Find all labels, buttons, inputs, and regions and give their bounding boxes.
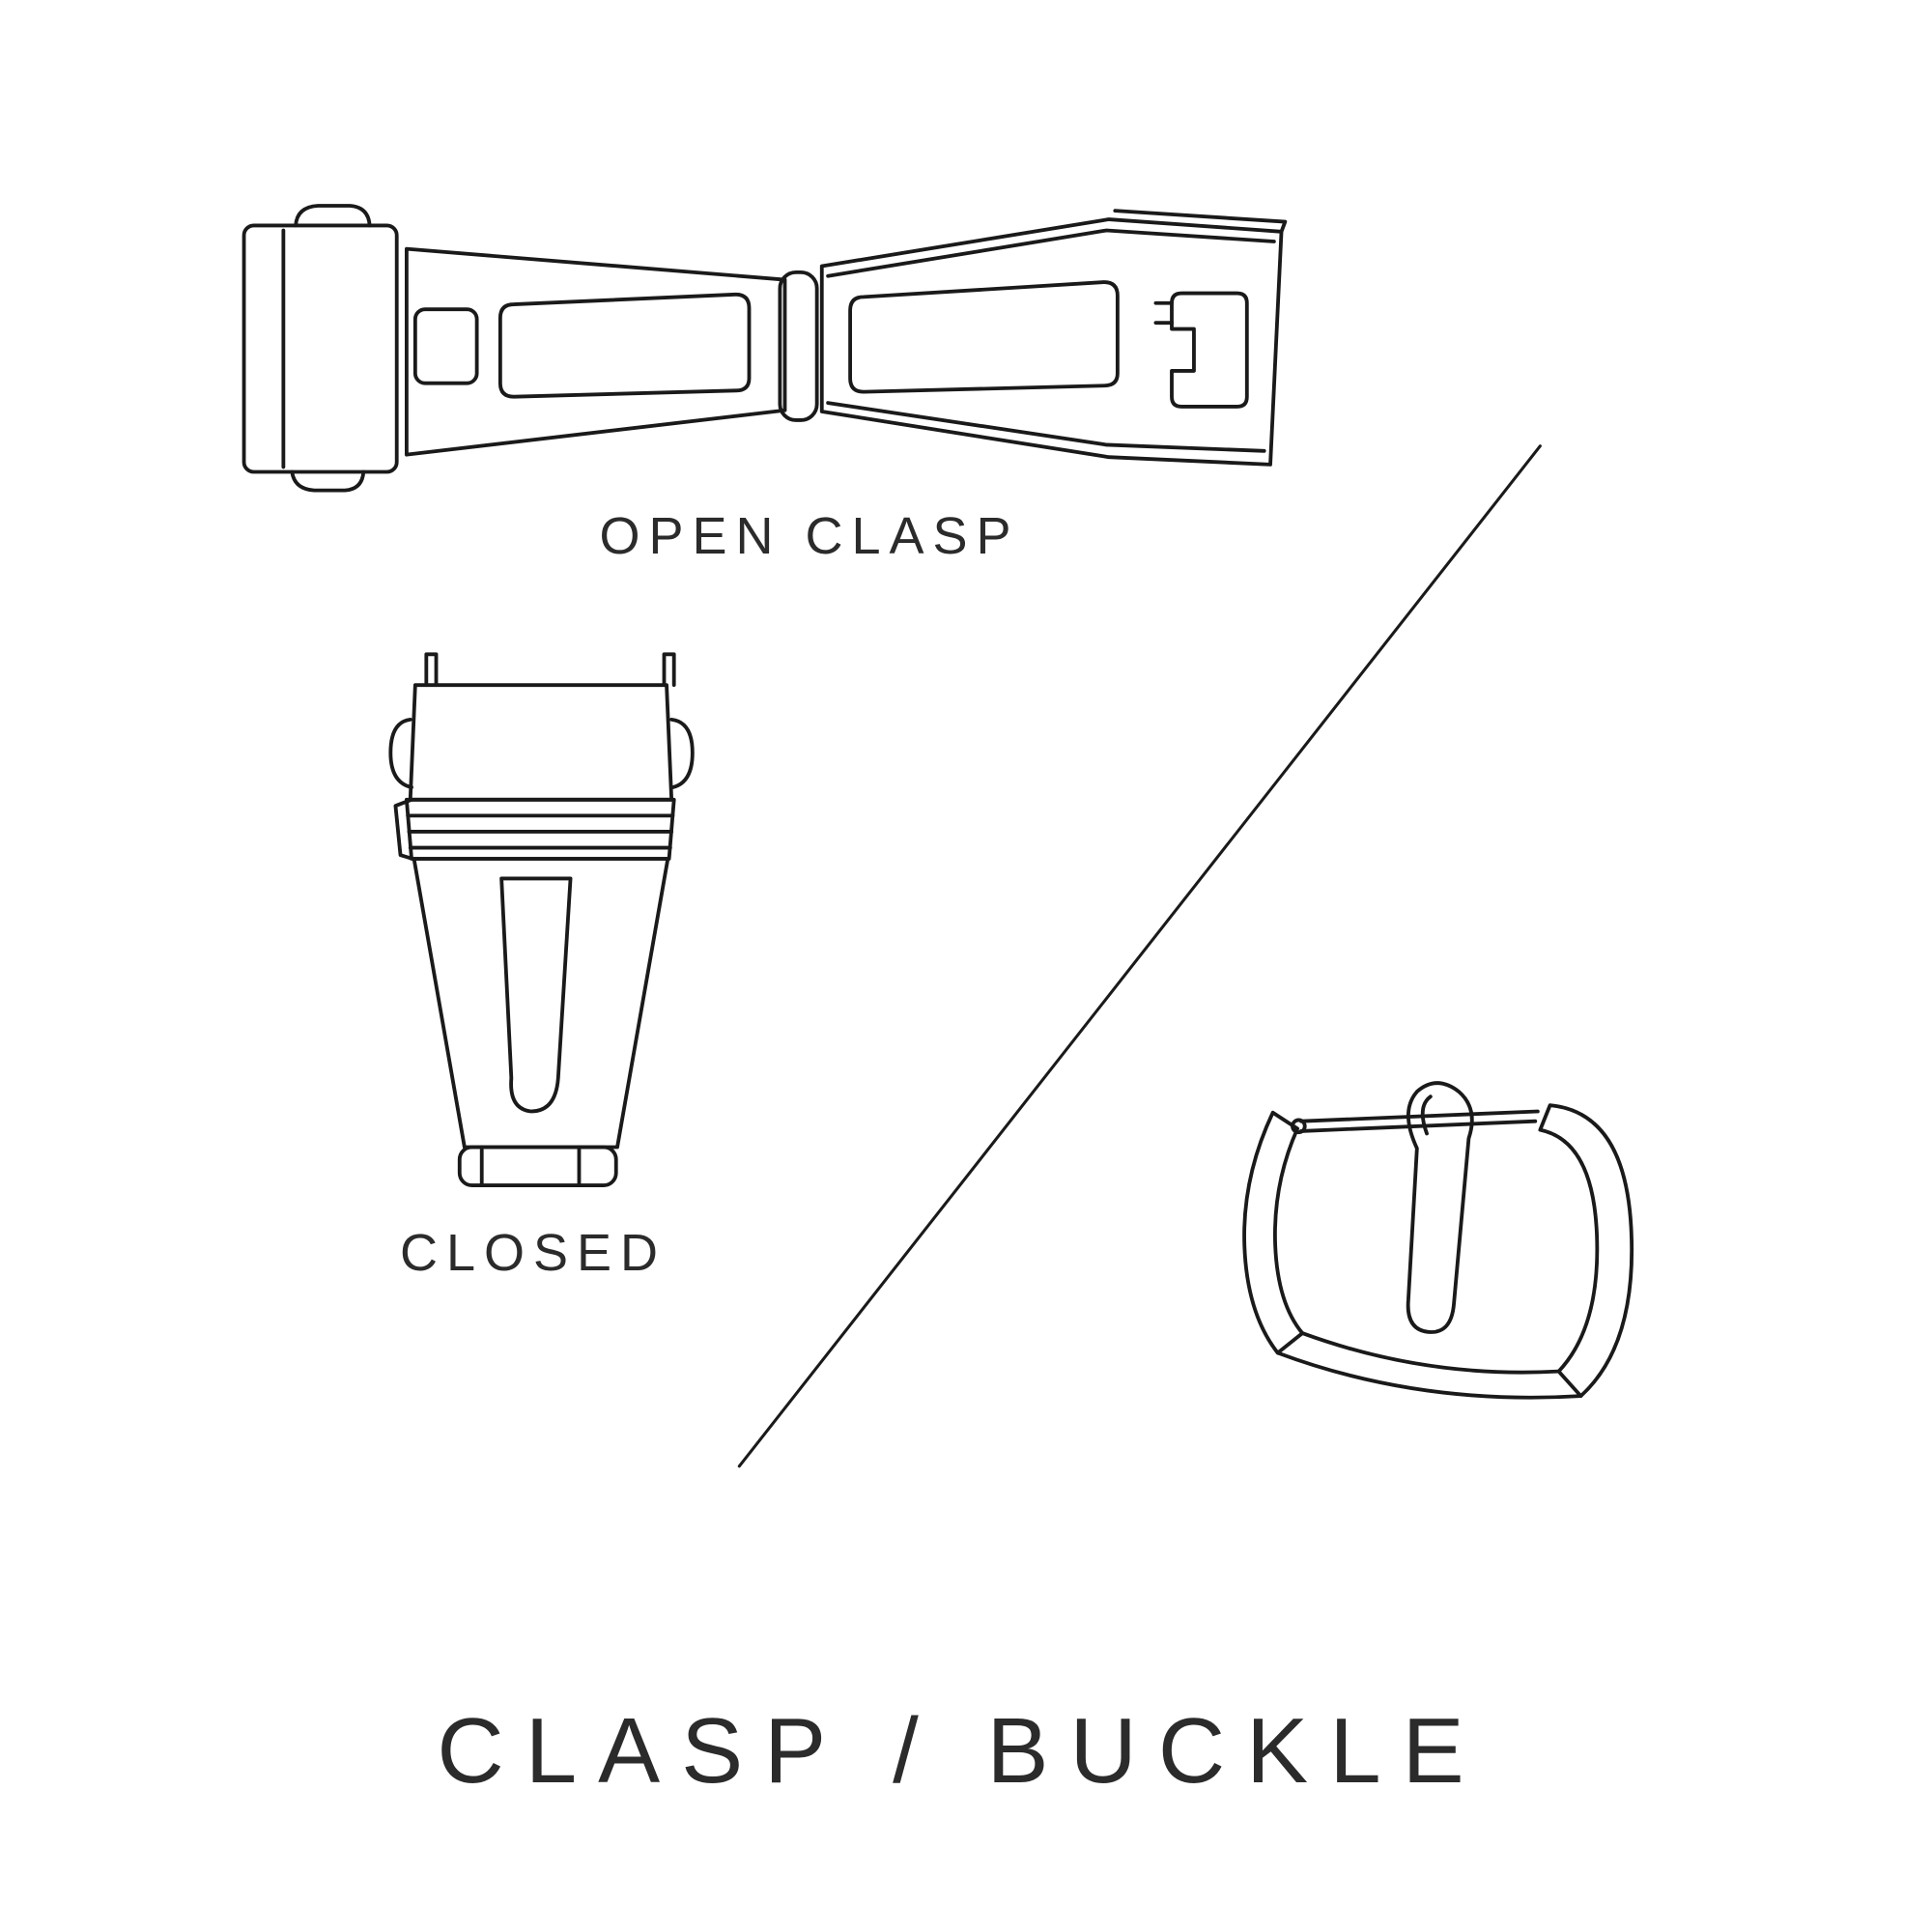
closed-clasp-body: [412, 857, 670, 1150]
divider-line: [737, 444, 1542, 1468]
closed-clasp-cover: [408, 683, 674, 802]
page-title: CLASP / BUCKLE: [437, 1699, 1486, 1803]
buckle-pin: [1299, 1109, 1540, 1133]
open-clasp-label: OPEN CLASP: [599, 507, 1020, 565]
open-clasp-end-block: [242, 223, 399, 474]
buckle-left-frame: [1242, 1110, 1305, 1355]
open-clasp-notch: [412, 307, 479, 385]
buckle-right-frame: [1538, 1103, 1634, 1399]
buckle-tongue: [1406, 1081, 1474, 1334]
closed-clasp-left-prong: [424, 652, 439, 688]
buckle-bottom-bar: [1275, 1350, 1583, 1400]
open-clasp-illustration: [242, 204, 1288, 493]
open-clasp-hinge: [778, 270, 819, 422]
closed-clasp-band: [405, 797, 676, 861]
closed-label: CLOSED: [399, 1224, 668, 1282]
open-clasp-catch: [1170, 291, 1249, 409]
buckle-illustration: [1242, 1081, 1634, 1400]
closed-clasp-right-prong: [662, 652, 676, 688]
open-clasp-left-arm: [405, 246, 787, 457]
closed-clasp-end-cap: [457, 1145, 618, 1187]
closed-clasp-illustration: [388, 652, 695, 1187]
open-clasp-right-arm: [819, 217, 1284, 467]
